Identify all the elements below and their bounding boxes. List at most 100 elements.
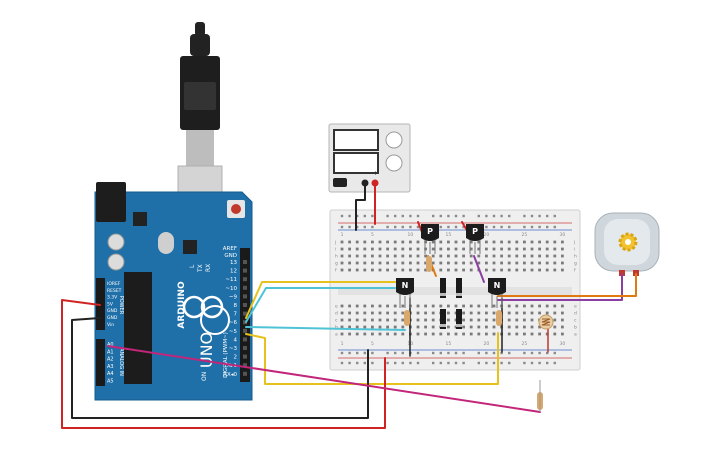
aref-label: AREF [223, 246, 237, 252]
transistor-n[interactable]: N [396, 278, 414, 308]
bb-row-label: f [574, 268, 576, 274]
bb-col-label: 20 [484, 341, 490, 347]
digital-pin-socket[interactable] [243, 346, 247, 350]
bb-row-label: i [335, 247, 336, 253]
wire-cyan-1 [245, 287, 396, 323]
digital-pin-socket[interactable] [243, 328, 247, 333]
power-pin-label: Vin [107, 322, 114, 328]
digital-pin-label: ~6 [229, 320, 238, 326]
digital-pin-label: TX▸1 [223, 363, 237, 369]
digital-pin-label: ~10 [225, 286, 237, 292]
bb-row-label: d [335, 311, 338, 317]
transistor-label: P [427, 227, 433, 236]
digital-pin-label: 8 [234, 303, 238, 309]
supply-display-top [333, 129, 379, 151]
digital-pin-socket[interactable] [243, 371, 247, 376]
digital-pin-socket[interactable] [243, 268, 247, 273]
bb-row-label: g [335, 262, 338, 267]
wire-orange-motor [497, 273, 637, 297]
digital-pin-label: 4 [234, 337, 238, 343]
transistor-p[interactable]: P [421, 224, 439, 254]
bb-row-label: c [574, 319, 577, 324]
power-pin-label: GND [107, 308, 118, 314]
on-led-label: ON [201, 372, 208, 381]
bb-col-label: 20 [484, 232, 490, 238]
power-pin-label: 3.3V [107, 295, 118, 301]
resistors [404, 256, 543, 412]
transistor-p[interactable]: P [466, 224, 484, 254]
digital-pin-label: 2 [234, 355, 238, 361]
bb-row-label: e [335, 305, 338, 310]
digital-pin-socket[interactable] [243, 303, 247, 307]
analog-header [96, 339, 105, 386]
arduino-model-label: UNO [197, 332, 216, 368]
digital-pin-socket[interactable] [243, 363, 247, 368]
bb-col-label: 5 [371, 232, 374, 238]
analog-pin-label: A1 [107, 349, 114, 355]
bb-col-label: 5 [371, 341, 374, 347]
digital-pin-socket[interactable] [243, 337, 247, 342]
bb-col-label: 1 [341, 341, 344, 347]
bb-col-label: 15 [446, 341, 452, 347]
bb-row-label: j [334, 240, 336, 246]
arduino-brand-label: ARDUINO [177, 281, 187, 329]
diode-1 [440, 278, 446, 298]
analog-label: ANALOG IN [118, 348, 124, 376]
digital-pin-socket[interactable] [243, 294, 247, 299]
wire-magenta-a0 [107, 345, 541, 413]
digital-pin-label: RX◂0 [223, 372, 237, 378]
wire-yellow-1 [245, 281, 406, 319]
arduino-uno-board[interactable]: ARDUINO UNO ON L TX RX 1312~11~10~987~6~… [94, 182, 253, 401]
bb-col-label: 25 [522, 341, 528, 347]
bb-col-label: 30 [560, 232, 566, 238]
digital-pin-socket[interactable] [243, 260, 247, 264]
diode-4 [456, 309, 462, 329]
power-pin-label: 5V [107, 301, 114, 307]
supply-display-bottom [333, 152, 379, 174]
wire-supply-black [355, 185, 366, 231]
svg-text:TX: TX [197, 264, 204, 273]
transistor-label: N [402, 281, 409, 290]
bb-row-label: a [574, 333, 577, 338]
power-pin-label: RESET [107, 288, 122, 294]
bb-row-label: c [335, 319, 338, 324]
diode-2 [456, 278, 462, 298]
supply-knob-voltage[interactable] [385, 131, 403, 149]
transistor-label: N [494, 281, 501, 290]
digital-pin-socket[interactable] [243, 277, 247, 282]
supply-terminal-positive [371, 179, 379, 187]
digital-pin-label: 13 [230, 260, 237, 266]
digital-pin-label: 7 [234, 312, 238, 318]
digital-pin-label: ~11 [225, 277, 237, 283]
dc-motor[interactable] [594, 212, 660, 276]
transistor-n[interactable]: N [488, 278, 506, 308]
digital-pin-socket[interactable] [243, 320, 247, 325]
analog-pin-label: A4 [107, 371, 114, 377]
power-supply[interactable]: − + [328, 123, 411, 193]
bb-col-label: 30 [560, 341, 566, 347]
digital-pin-socket[interactable] [243, 311, 247, 316]
photoresistor [538, 314, 554, 330]
bb-row-label: j [573, 240, 575, 246]
digital-pin-socket[interactable] [243, 354, 247, 359]
bb-row-label: h [335, 254, 338, 260]
transistor-label: P [472, 227, 478, 236]
led-labels: L TX RX [189, 264, 212, 273]
supply-knob-current[interactable] [385, 154, 403, 172]
wire-yellow-2 [245, 332, 499, 385]
supply-terminal-negative [361, 179, 369, 187]
resistor-3 [496, 310, 502, 326]
digital-label: DIGITAL (PWM~) [223, 332, 229, 378]
bb-row-label: f [335, 268, 337, 274]
bb-row-label: g [574, 262, 577, 267]
power-header [96, 278, 105, 330]
digital-pin-socket[interactable] [243, 285, 247, 290]
svg-text:−: − [363, 170, 368, 177]
svg-text:L: L [189, 264, 196, 268]
analog-pin-label: A3 [107, 364, 114, 370]
svg-text:+: + [373, 170, 378, 177]
